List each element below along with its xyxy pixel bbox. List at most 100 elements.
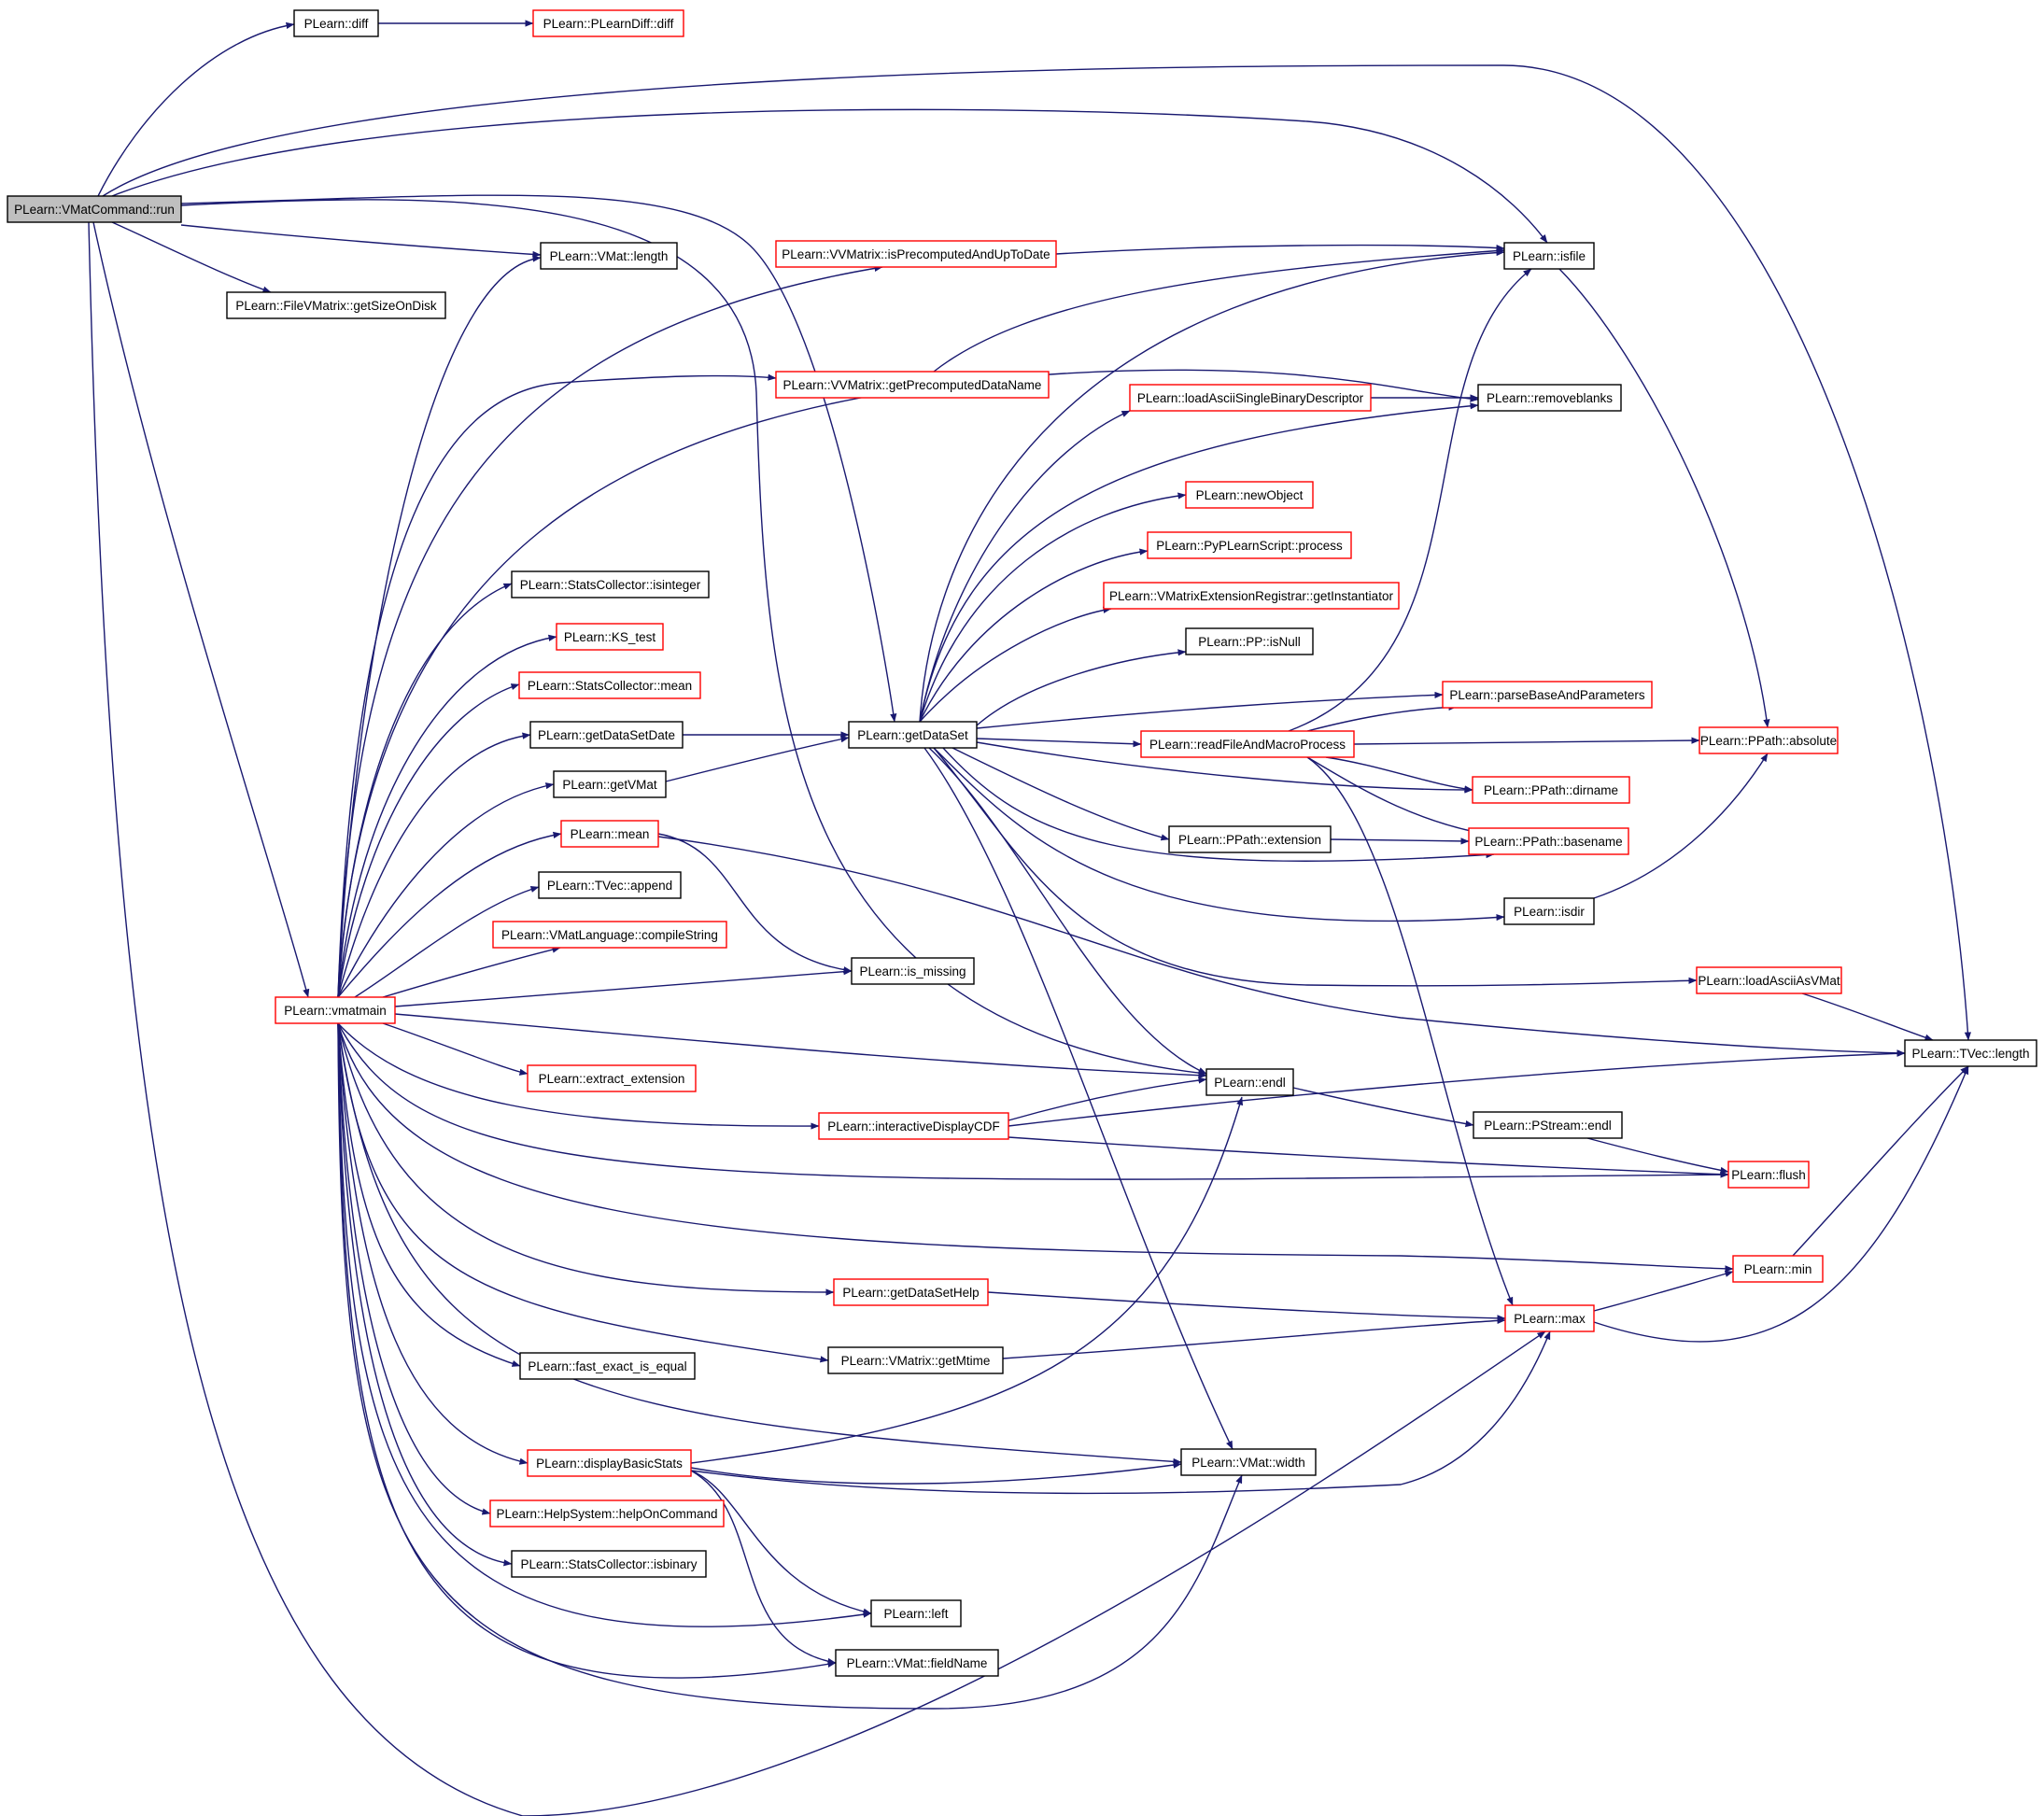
edge-getds-to-removeblanks — [919, 402, 1479, 723]
node-getvmat[interactable]: PLearn::getVMat — [553, 770, 667, 798]
node-pyprocess[interactable]: PLearn::PyPLearnScript::process — [1147, 531, 1352, 559]
node-run[interactable]: PLearn::VMatCommand::run — [7, 195, 182, 223]
node-getds[interactable]: PLearn::getDataSet — [848, 721, 978, 749]
node-box — [489, 1499, 725, 1527]
node-label: PLearn::PPath::absolute — [1700, 734, 1837, 748]
node-box — [1503, 897, 1595, 925]
node-compilestr[interactable]: PLearn::VMatLanguage::compileString — [492, 921, 727, 949]
node-label: PLearn::PPath::extension — [1178, 833, 1321, 847]
edge-getds-to-ppisnull — [976, 649, 1187, 726]
edge-run-to-fvsize — [111, 221, 272, 293]
node-box — [1103, 582, 1400, 610]
edge-readfile-to-dirname — [1325, 756, 1473, 793]
node-box — [511, 1550, 707, 1578]
edge-getds-to-parsebase — [976, 691, 1444, 729]
node-extract[interactable]: PLearn::extract_extension — [527, 1064, 697, 1092]
node-endl[interactable]: PLearn::endl — [1205, 1068, 1294, 1096]
node-box — [1904, 1039, 2037, 1067]
edge-run-to-diff — [97, 21, 295, 197]
node-pstreamendl[interactable]: PLearn::PStream::endl — [1473, 1111, 1623, 1139]
node-box — [851, 957, 975, 985]
node-box — [835, 1649, 999, 1677]
node-left[interactable]: PLearn::left — [870, 1599, 962, 1627]
node-readfile[interactable]: PLearn::readFileAndMacroProcess — [1140, 730, 1355, 758]
node-isfile[interactable]: PLearn::isfile — [1503, 242, 1595, 270]
edge-pstreamendl-to-flush — [1586, 1137, 1729, 1174]
node-getinst[interactable]: PLearn::VMatrixExtensionRegistrar::getIn… — [1103, 582, 1400, 610]
node-displaybasic[interactable]: PLearn::displayBasicStats — [527, 1449, 692, 1477]
node-sc_mean[interactable]: PLearn::StatsCollector::mean — [518, 671, 701, 699]
node-isprecomp[interactable]: PLearn::VVMatrix::isPrecomputedAndUpToDa… — [775, 240, 1057, 268]
node-box — [827, 1346, 1004, 1374]
node-loadasvmat[interactable]: PLearn::loadAsciiAsVMat — [1696, 966, 1842, 994]
node-tvlength[interactable]: PLearn::TVec::length — [1904, 1039, 2037, 1067]
node-interactive[interactable]: PLearn::interactiveDisplayCDF — [818, 1112, 1009, 1140]
node-diff[interactable]: PLearn::diff — [293, 9, 379, 37]
node-fvsize[interactable]: PLearn::FileVMatrix::getSizeOnDisk — [226, 291, 446, 319]
node-box — [1185, 481, 1314, 509]
node-box — [527, 1449, 692, 1477]
node-parsebase[interactable]: PLearn::parseBaseAndParameters — [1442, 681, 1653, 709]
node-mean[interactable]: PLearn::mean — [560, 820, 659, 848]
node-min[interactable]: PLearn::min — [1732, 1255, 1824, 1283]
node-label: PLearn::displayBasicStats — [536, 1457, 683, 1471]
edge-vmatmain-to-tvappend — [354, 886, 540, 998]
edge-displaybasic-to-max — [690, 1330, 1551, 1495]
node-pdiff[interactable]: PLearn::PLearnDiff::diff — [532, 9, 684, 37]
node-vmwidth[interactable]: PLearn::VMat::width — [1180, 1448, 1317, 1476]
node-newobject[interactable]: PLearn::newObject — [1185, 481, 1314, 509]
node-label: PLearn::PPath::basename — [1474, 835, 1622, 849]
node-box — [226, 291, 446, 319]
node-box — [553, 770, 667, 798]
node-flush[interactable]: PLearn::flush — [1727, 1161, 1810, 1189]
node-sc_isbin[interactable]: PLearn::StatsCollector::isbinary — [511, 1550, 707, 1578]
node-tvappend[interactable]: PLearn::TVec::append — [538, 871, 682, 899]
node-vmlen[interactable]: PLearn::VMat::length — [540, 242, 678, 270]
edge-getds-to-dirname — [976, 741, 1473, 794]
edge-vmatmain-to-vmlen — [337, 255, 542, 998]
node-label: PLearn::VMatLanguage::compileString — [501, 928, 718, 942]
node-label: PLearn::left — [883, 1607, 948, 1621]
node-loadascii[interactable]: PLearn::loadAsciiSingleBinaryDescriptor — [1129, 384, 1372, 412]
node-box — [538, 871, 682, 899]
node-box — [1180, 1448, 1317, 1476]
node-ismissing[interactable]: PLearn::is_missing — [851, 957, 975, 985]
edge-vmatmain-to-displaybasic — [337, 1022, 529, 1465]
node-getdsdate[interactable]: PLearn::getDataSetDate — [529, 721, 684, 749]
node-label: PLearn::parseBaseAndParameters — [1449, 688, 1645, 702]
edge-run-to-tvlength — [102, 64, 1972, 1041]
node-max[interactable]: PLearn::max — [1504, 1304, 1595, 1332]
edge-readfile-to-absolute — [1353, 737, 1700, 745]
node-isdir[interactable]: PLearn::isdir — [1503, 897, 1595, 925]
edge-isfile-to-absolute — [1558, 268, 1770, 728]
node-getdshelp[interactable]: PLearn::getDataSetHelp — [833, 1278, 989, 1306]
node-label: PLearn::VMatrixExtensionRegistrar::getIn… — [1109, 589, 1393, 603]
node-kstest[interactable]: PLearn::KS_test — [556, 623, 664, 651]
node-absolute[interactable]: PLearn::PPath::absolute — [1699, 726, 1839, 754]
node-fastexact[interactable]: PLearn::fast_exact_is_equal — [519, 1352, 696, 1380]
node-box — [1472, 776, 1630, 804]
node-sc_isint[interactable]: PLearn::StatsCollector::isinteger — [511, 570, 710, 598]
edge-displaybasic-to-vmwidth — [690, 1461, 1182, 1485]
node-fieldname[interactable]: PLearn::VMat::fieldName — [835, 1649, 999, 1677]
node-dirname[interactable]: PLearn::PPath::dirname — [1472, 776, 1630, 804]
node-extension[interactable]: PLearn::PPath::extension — [1168, 825, 1332, 853]
node-label: PLearn::loadAsciiSingleBinaryDescriptor — [1137, 391, 1364, 405]
node-ppisnull[interactable]: PLearn::PP::isNull — [1185, 627, 1314, 655]
edge-run-to-vmatmain — [92, 221, 310, 998]
node-helponcmd[interactable]: PLearn::HelpSystem::helpOnCommand — [489, 1499, 725, 1527]
node-getprecomp[interactable]: PLearn::VVMatrix::getPrecomputedDataName — [775, 371, 1050, 399]
edge-getds-to-vmwidth — [923, 747, 1233, 1450]
call-edges — [88, 20, 1972, 1816]
node-vmatmain[interactable]: PLearn::vmatmain — [275, 996, 396, 1024]
edge-readfile-to-max — [1306, 756, 1514, 1306]
node-basename[interactable]: PLearn::PPath::basename — [1468, 827, 1629, 855]
node-removeblanks[interactable]: PLearn::removeblanks — [1477, 384, 1622, 412]
edge-getds-to-pyprocess — [919, 548, 1149, 723]
edge-vmatmain-to-mean — [337, 831, 562, 998]
node-label: PLearn::VMat::fieldName — [847, 1656, 988, 1670]
node-label: PLearn::PyPLearnScript::process — [1156, 539, 1343, 553]
node-label: PLearn::VMat::length — [550, 249, 669, 263]
node-getmtime[interactable]: PLearn::VMatrix::getMtime — [827, 1346, 1004, 1374]
node-label: PLearn::StatsCollector::isinteger — [520, 578, 701, 592]
